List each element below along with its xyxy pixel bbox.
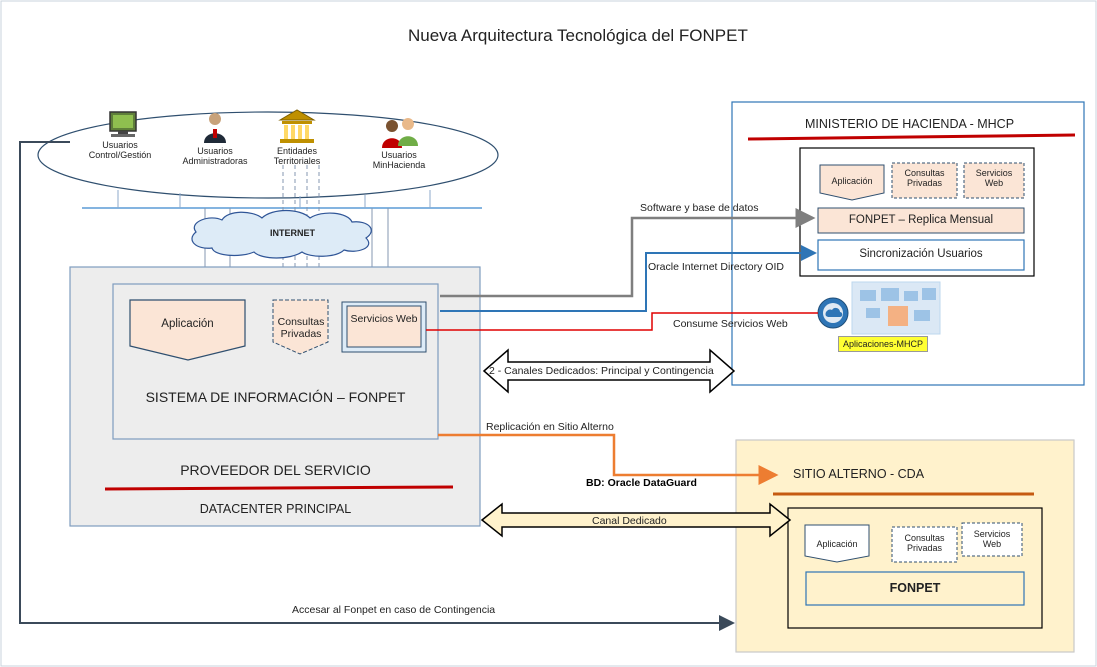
web-service-connector xyxy=(426,312,818,331)
provider-red-line xyxy=(104,485,454,491)
mhcp-servicios-shape xyxy=(963,162,1025,199)
mhcp-consultas-label[interactable]: Consultas Privadas xyxy=(904,168,945,189)
replication-label: Replicación en Sitio Alterno xyxy=(486,421,614,433)
users-group-icon xyxy=(382,118,418,148)
user-label-control: Usuarios Control/Gestión xyxy=(88,140,152,161)
mhcp-sync-label: Sincronización Usuarios xyxy=(859,248,983,260)
internet-cloud xyxy=(191,209,372,259)
dc-consultas-label[interactable]: Consultas Privadas xyxy=(277,316,325,341)
dedicated-label: Canal Dedicado xyxy=(592,515,667,527)
mhcp-aplicacion-label[interactable]: Aplicación xyxy=(831,176,873,186)
page-title: Nueva Arquitectura Tecnológica del FONPE… xyxy=(408,26,748,45)
building-icon xyxy=(278,109,316,143)
cda-fonpet-label: FONPET xyxy=(889,581,941,595)
cda-consultas-label[interactable]: Consultas Privadas xyxy=(904,533,945,554)
mhcp-replica-shape xyxy=(817,207,1025,234)
cda-servicios-label[interactable]: Servicios Web xyxy=(973,529,1011,550)
mhcp-sync-shape xyxy=(817,239,1025,271)
consume-label: Consume Servicios Web xyxy=(673,318,788,330)
mhcp-consultas-shape xyxy=(891,162,958,199)
system-label: SISTEMA DE INFORMACIÓN – FONPET xyxy=(145,389,406,405)
dc-servicios-inner xyxy=(346,305,422,348)
dc-aplicacion-label[interactable]: Aplicación xyxy=(161,318,214,330)
dc-consultas-shape xyxy=(272,299,329,355)
mhcp-aplicacion-shape xyxy=(819,164,885,201)
user-label-administradoras: Usuarios Administradoras xyxy=(182,146,248,167)
internet-label: INTERNET xyxy=(270,228,315,238)
cda-aplicacion-shape xyxy=(804,524,870,563)
bus-drops xyxy=(117,190,431,208)
replication-connector xyxy=(438,433,779,485)
mhcp-servicios-label[interactable]: Servicios Web xyxy=(975,168,1013,189)
computer-icon xyxy=(109,111,137,137)
contingency-label: Accesar al Fonpet en caso de Contingenci… xyxy=(292,604,496,616)
datacenter-label: DATACENTER PRINCIPAL xyxy=(199,502,352,516)
cda-fonpet-shape xyxy=(805,571,1025,606)
cda-aplicacion-label[interactable]: Aplicación xyxy=(816,539,858,549)
mhcp-apps-picture-details xyxy=(860,288,936,326)
provider-label: PROVEEDOR DEL SERVICIO xyxy=(180,462,371,478)
mhcp-title: MINISTERIO DE HACIENDA - MHCP xyxy=(805,117,1015,131)
cda-servicios-shape xyxy=(961,522,1023,557)
users-ellipse xyxy=(37,111,499,199)
oid-label: Oracle Internet Directory OID xyxy=(648,261,784,273)
channels-label: 2 - Canales Dedicados: Principal y Conti… xyxy=(489,365,714,377)
admin-user-icon xyxy=(204,113,226,143)
mhcp-apps-label: Aplicaciones-MHCP xyxy=(838,336,929,353)
mhcp-replica-label: FONPET – Replica Mensual xyxy=(848,214,994,226)
cda-title: SITIO ALTERNO - CDA xyxy=(793,467,925,481)
dc-servicios-label[interactable]: Servicios Web xyxy=(350,313,418,325)
user-label-minhacienda: Usuarios MinHacienda xyxy=(372,150,426,171)
oid-connector xyxy=(440,245,817,312)
software-label: Software y base de datos xyxy=(640,202,759,214)
user-label-entidades: Entidades Territoriales xyxy=(273,146,321,167)
dc-aplicacion-shape xyxy=(129,299,246,361)
dedicated-double-arrow xyxy=(480,502,792,538)
contingency-connector xyxy=(19,141,735,631)
mhcp-red-line xyxy=(747,133,1076,141)
software-connector xyxy=(440,208,816,298)
cda-consultas-shape xyxy=(891,526,958,563)
channels-double-arrow xyxy=(482,348,736,394)
dataguard-label: BD: Oracle DataGuard xyxy=(586,477,697,489)
